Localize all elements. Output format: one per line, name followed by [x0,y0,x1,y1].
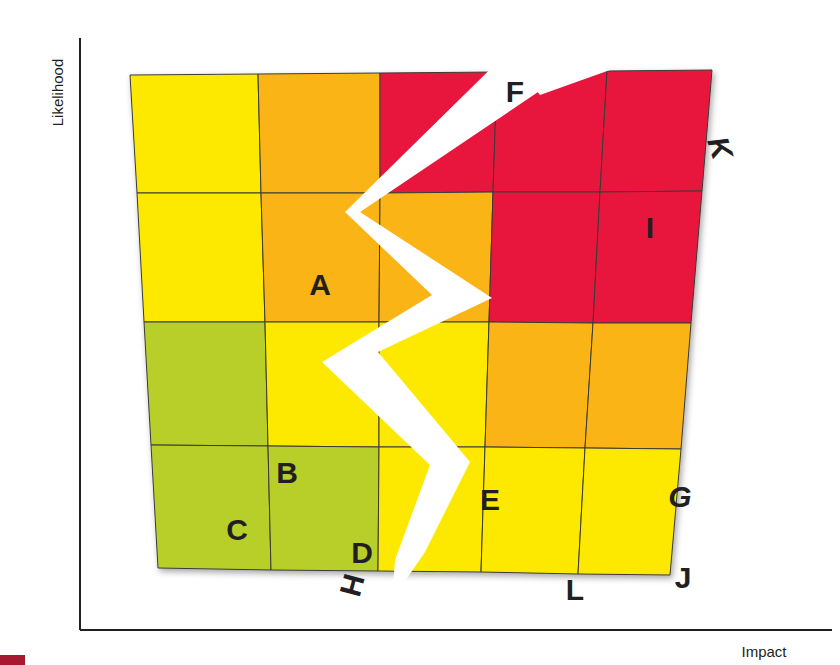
callout-letter: F [506,77,524,107]
axis-title: Impact [741,644,786,659]
callout-letter: L [566,575,584,605]
callout-letter: E [480,485,500,515]
callout-letter: D [351,538,373,568]
callout-letter: I [646,213,654,243]
callout-letter: K [702,133,737,163]
callout-letter: A [309,270,331,300]
callout-letter: H [335,571,370,600]
callout-letter: J [675,563,692,593]
axis-title: Likelihood [51,58,66,126]
callout-letter: B [276,458,298,488]
callout-letter: C [226,515,248,545]
callout-letter: G [668,482,691,512]
